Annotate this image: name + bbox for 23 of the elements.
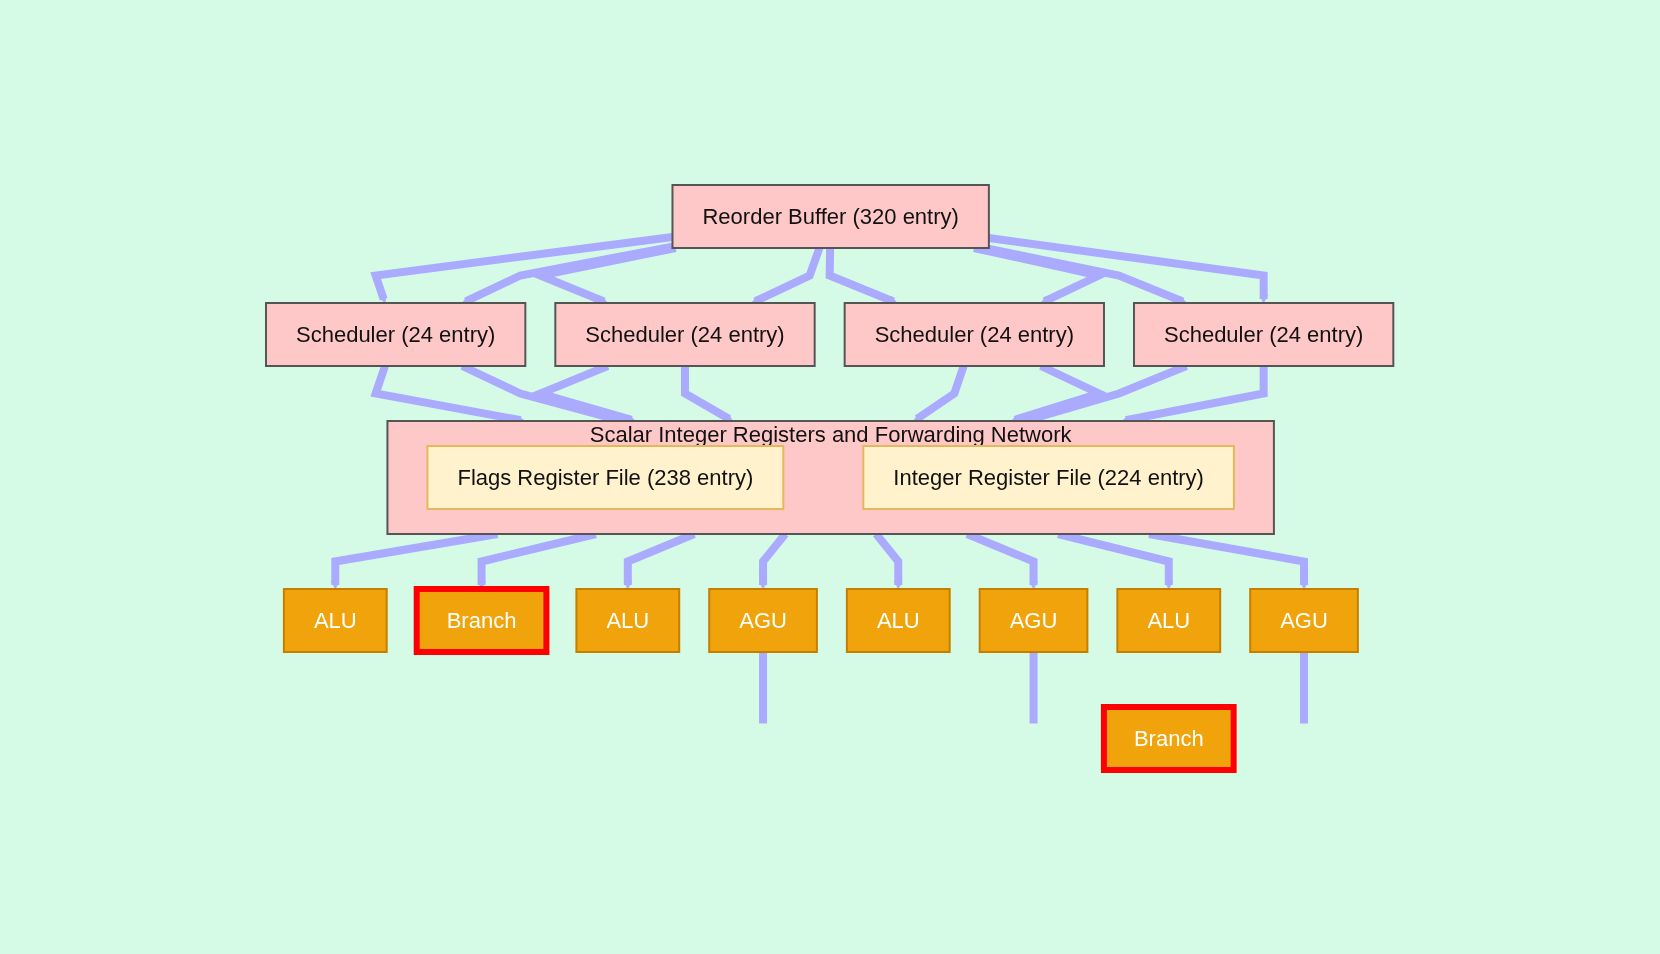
node-box: Branch bbox=[1101, 703, 1237, 773]
node-box: Scheduler (24 entry) bbox=[1133, 301, 1395, 367]
node-box: Flags Register File (238 entry) bbox=[426, 444, 785, 510]
node-box: Integer Register File (224 entry) bbox=[862, 444, 1236, 510]
node-box: Scheduler (24 entry) bbox=[265, 301, 527, 367]
arrow bbox=[913, 364, 968, 422]
arrow bbox=[988, 233, 1269, 303]
node-box: AGU bbox=[708, 587, 819, 653]
arrow bbox=[681, 365, 734, 422]
node-box: Reorder Buffer (320 entry) bbox=[671, 183, 991, 249]
node-box: ALU bbox=[846, 587, 952, 653]
arrow bbox=[370, 232, 674, 303]
node-box: Scheduler (24 entry) bbox=[554, 301, 816, 367]
node-box: ALU bbox=[575, 587, 681, 653]
connector bbox=[1029, 651, 1038, 723]
node-box: AGU bbox=[1249, 587, 1360, 653]
node-box: Scheduler (24 entry) bbox=[844, 301, 1106, 367]
node-box: ALU bbox=[283, 587, 389, 653]
node-box: Branch bbox=[414, 585, 550, 655]
connector bbox=[759, 651, 768, 723]
node-box: AGU bbox=[979, 587, 1089, 653]
node-box: ALU bbox=[1116, 587, 1222, 653]
connector bbox=[1300, 651, 1309, 723]
